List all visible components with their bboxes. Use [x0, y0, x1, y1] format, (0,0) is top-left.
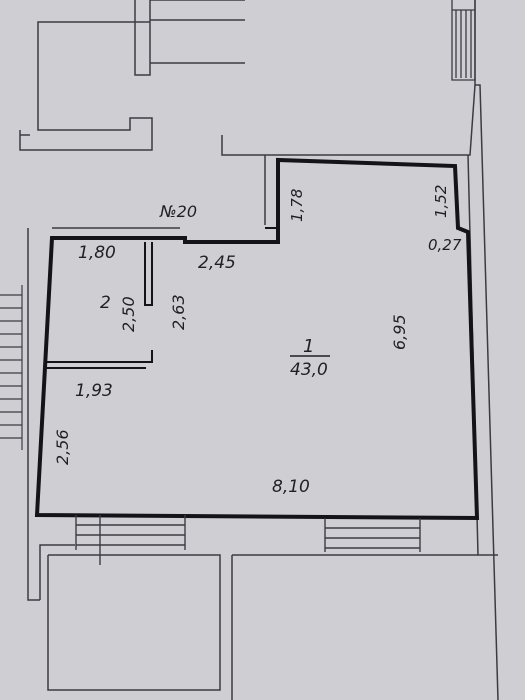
- dim-2-45: 2,45: [198, 253, 236, 273]
- dim-2-56: 2,56: [53, 429, 72, 465]
- apartment-outline: [34, 157, 480, 521]
- dim-0-27: 0,27: [428, 236, 462, 254]
- dim-1-78: 1,78: [288, 189, 306, 222]
- dim-2-63: 2,63: [169, 294, 188, 330]
- lower-outline: [39, 544, 478, 700]
- dim-6-95: 6,95: [390, 314, 409, 350]
- unit-number-label: №20: [159, 202, 197, 221]
- plan-labels: №20 2 1 43,0 1,80 2,45 1,93 8,10 0,27 1,…: [53, 185, 462, 497]
- room-1-number: 1: [303, 336, 314, 357]
- room-1-area: 43,0: [290, 360, 328, 380]
- entrance-threshold-left: [75, 515, 186, 565]
- room-2-number: 2: [100, 293, 111, 313]
- stair-left: [0, 285, 23, 450]
- dim-1-93: 1,93: [75, 381, 113, 401]
- partition-walls: [45, 160, 279, 369]
- dim-8-10: 8,10: [272, 477, 310, 497]
- upper-building-outline: [19, 0, 245, 151]
- dim-2-50: 2,50: [119, 296, 138, 332]
- dim-1-80: 1,80: [78, 243, 116, 263]
- dim-1-52: 1,52: [432, 185, 450, 218]
- entrance-threshold-right: [324, 518, 421, 552]
